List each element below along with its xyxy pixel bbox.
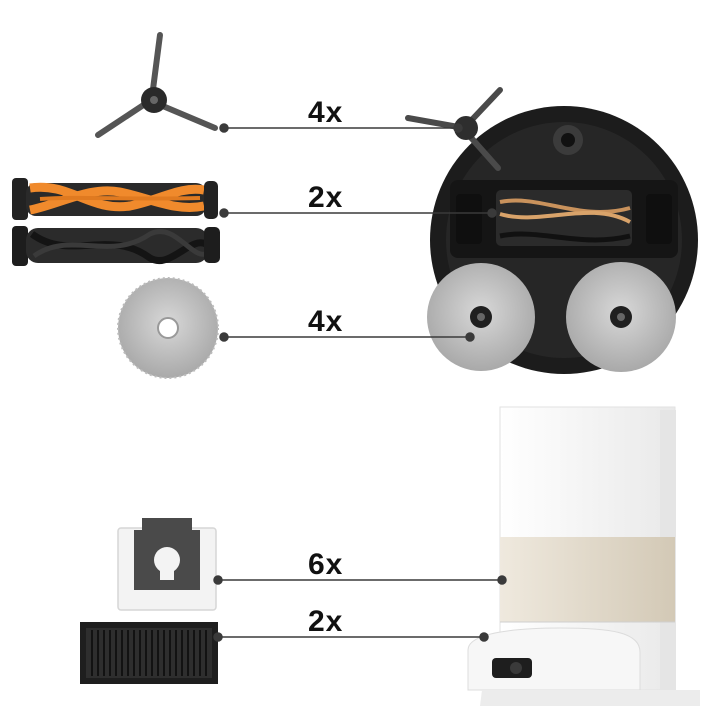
main-brush-black-image <box>12 226 220 266</box>
robot-underside-image <box>405 87 698 374</box>
connector-lines <box>213 123 507 642</box>
mop-pad-image <box>117 277 219 379</box>
hepa-filter-quantity: 2x <box>308 605 344 638</box>
main-brush-orange-image <box>12 178 218 220</box>
base-station-image <box>467 406 700 706</box>
dust-bag-quantity: 6x <box>308 548 344 581</box>
side-brush-quantity: 4x <box>308 96 344 129</box>
side-brush-image <box>95 32 218 138</box>
dust-bag-image <box>117 518 217 611</box>
hepa-filter-image <box>80 622 218 684</box>
mop-pad-quantity: 4x <box>308 305 344 338</box>
main-brush-quantity: 2x <box>308 181 344 214</box>
